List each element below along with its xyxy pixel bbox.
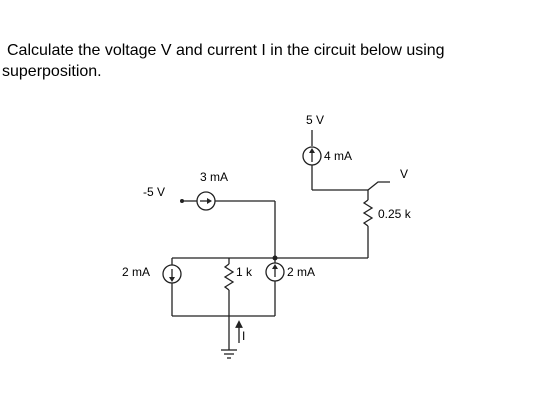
- ground-symbol: [221, 349, 237, 359]
- resistor-1k-label: 1 k: [236, 265, 253, 279]
- resistor-1k: [223, 263, 235, 291]
- current-source-2ma-right: [265, 262, 285, 282]
- current-source-4ma: [302, 146, 322, 166]
- wire-v-node: [367, 181, 390, 191]
- question-text: Calculate the voltage V and current I in…: [2, 40, 547, 82]
- voltage-v-label: V: [400, 167, 408, 181]
- resistor-0-25k-label: 0.25 k: [378, 207, 412, 221]
- source-2ma-right-label: 2 mA: [287, 265, 315, 279]
- current-i-label: I: [242, 329, 245, 343]
- resistor-0-25k: [362, 199, 374, 227]
- question-line-2: superposition.: [2, 63, 102, 80]
- current-source-3ma: [196, 191, 216, 211]
- supply-5v-label: 5 V: [306, 113, 324, 127]
- supply-neg5v-label: -5 V: [143, 185, 165, 199]
- source-4ma-label: 4 mA: [324, 149, 352, 163]
- source-2ma-left-label: 2 mA: [122, 265, 150, 279]
- source-3ma-label: 3 mA: [200, 170, 228, 184]
- current-source-2ma-left: [162, 264, 182, 284]
- question-line-1: Calculate the voltage V and current I in…: [7, 42, 445, 59]
